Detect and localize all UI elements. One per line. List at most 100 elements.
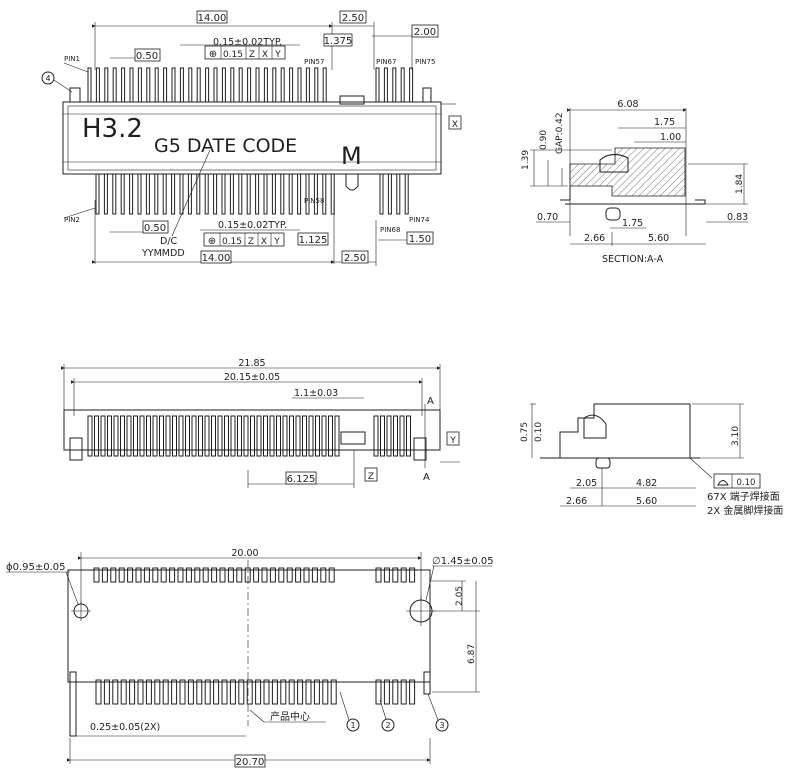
pin-lower (120, 173, 125, 215)
pin-lower (154, 173, 159, 215)
pin-lower (288, 173, 293, 215)
section-marker-a-bottom: A (423, 472, 430, 483)
callout-2 (381, 718, 395, 732)
pin-front (159, 415, 164, 457)
pin-front (211, 415, 216, 457)
pad-top (375, 567, 382, 583)
section-pcb (565, 199, 706, 205)
dim-side-205: 2.05 (576, 478, 597, 489)
pin-upper (255, 67, 260, 103)
pcb-pads-top (93, 567, 416, 583)
pin-front (217, 415, 223, 457)
dim-side-010: 0.10 (534, 422, 544, 442)
connector-body (62, 101, 442, 175)
pin-lower (255, 173, 260, 215)
pcb-pads-bot (95, 679, 416, 705)
pad-top (135, 567, 142, 583)
pin-front (198, 415, 203, 457)
key-slot-top (339, 95, 365, 105)
pin-front (113, 415, 119, 457)
pin-lower (263, 173, 268, 215)
pad-bottom (129, 679, 136, 705)
flatness-value: 0.10 (737, 478, 756, 488)
pin-upper (163, 67, 168, 103)
side-peg (595, 457, 611, 469)
pin-upper (314, 67, 319, 103)
label-dc: D/C (160, 236, 178, 247)
pin-lower (112, 173, 117, 215)
svg-text:Z: Z (249, 50, 255, 60)
svg-text:Y: Y (449, 436, 456, 446)
pin-lower (213, 173, 218, 215)
pad-top (143, 567, 150, 583)
pin-upper (230, 67, 235, 103)
pad-top (320, 567, 327, 583)
dim-hole-big: ∅1.45±0.05 (432, 556, 494, 567)
pad-top (211, 567, 218, 583)
pin-upper (400, 67, 405, 103)
pad-bottom (280, 679, 287, 705)
pin-front (126, 415, 132, 457)
pin-upper (104, 67, 109, 103)
svg-text:Y: Y (274, 50, 281, 60)
pin-front (386, 415, 392, 457)
pin-upper (375, 67, 380, 103)
dim-section-100: 1.00 (660, 132, 681, 143)
svg-text:Z: Z (368, 472, 374, 482)
dim-top-width: 14.00 (198, 13, 227, 24)
pin-upper (322, 67, 327, 103)
pin-front (334, 415, 340, 457)
pin-front (87, 415, 93, 457)
end-post-left (69, 87, 81, 103)
svg-text:⊕: ⊕ (209, 49, 217, 60)
pad-top (185, 567, 192, 583)
pad-bottom (330, 679, 337, 705)
dim-section-560: 5.60 (648, 233, 669, 244)
dim-section-overall: 6.08 (617, 99, 638, 110)
dim-section-175-top: 1.75 (654, 117, 675, 128)
pin-upper (392, 67, 397, 103)
dim-bottom-typ: 0.15±0.02TYP. (218, 220, 287, 231)
label-pin74: PIN74 (409, 216, 430, 224)
connector-body-inner (67, 105, 437, 171)
pad-bottom (375, 679, 382, 705)
datum-y (446, 431, 460, 446)
pin-lower (313, 173, 318, 215)
pad-bottom (103, 679, 110, 705)
pin-upper (272, 67, 277, 103)
dim-side-075: 0.75 (520, 422, 530, 442)
pin-front (308, 415, 314, 457)
front-body (63, 409, 441, 451)
pin-upper (409, 67, 414, 103)
pad-top (295, 567, 302, 583)
svg-text:X: X (262, 50, 268, 60)
pad-top (392, 567, 399, 583)
pad-bottom (229, 679, 236, 705)
pin-lower (221, 173, 226, 215)
pin-lower (271, 173, 276, 215)
pad-top (202, 567, 209, 583)
pad-top (110, 567, 117, 583)
pin-lower (196, 173, 201, 215)
pin-upper (297, 67, 302, 103)
pad-top (261, 567, 268, 583)
pin-upper (146, 67, 151, 103)
pin-front (152, 415, 158, 457)
pin-front (204, 415, 210, 457)
pin-lower (322, 173, 327, 215)
pin-upper (213, 67, 218, 103)
pin-front (256, 415, 262, 457)
pin-lower (179, 173, 184, 215)
callout-4 (41, 71, 55, 85)
pin-lower (145, 173, 150, 215)
pad-top (236, 567, 243, 583)
pin-front (373, 415, 379, 457)
pin-front (328, 415, 333, 457)
pad-top (311, 567, 318, 583)
pad-bottom (213, 679, 220, 705)
side-body (559, 403, 691, 459)
dim-front-span: 20.15±0.05 (224, 372, 280, 383)
pad-top (219, 567, 226, 583)
pad-bottom (383, 679, 390, 705)
pin-upper (154, 67, 159, 103)
